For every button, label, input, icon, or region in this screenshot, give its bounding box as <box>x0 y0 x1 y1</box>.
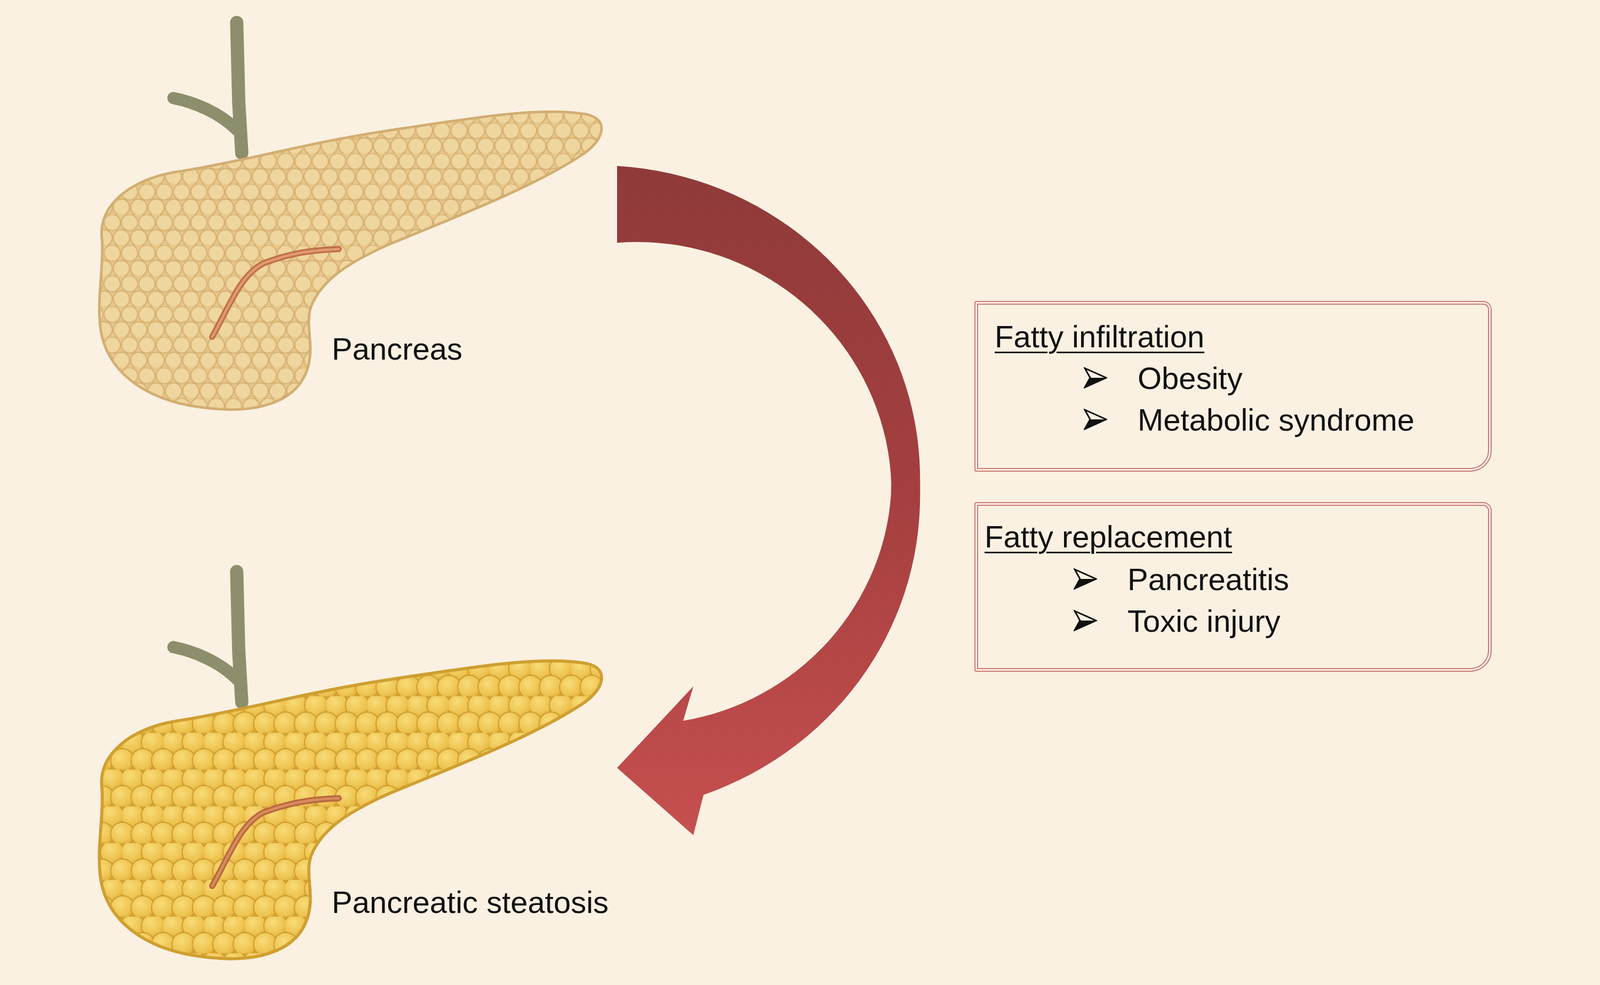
organ-node: Pancreatic steatosis <box>97 649 608 970</box>
organ-node: Pancreas <box>97 101 608 422</box>
pancreatic-duct-core <box>212 249 339 338</box>
bullet-arrow-outline <box>1074 610 1096 630</box>
duct-branch <box>173 98 238 131</box>
bullet-text: Toxic injury <box>1127 602 1281 639</box>
pancreas-body <box>99 111 602 410</box>
bullet-arrow-outline <box>1074 569 1096 589</box>
bullet-item: Toxic injury <box>1073 599 1488 642</box>
bullet-text: Metabolic syndrome <box>1137 401 1415 438</box>
bullet-item: Obesity <box>1083 356 1488 399</box>
pancreas-illustration <box>99 22 602 410</box>
bullet-arrow <box>1073 568 1098 590</box>
pancreatic-duct <box>212 797 339 886</box>
duct-branch <box>173 646 238 680</box>
bullet-item: Metabolic syndrome <box>1083 398 1488 440</box>
bullet-arrow-outline <box>1084 368 1107 388</box>
list-box: Fatty infiltrationObesityMetabolic syndr… <box>974 300 1492 472</box>
bullet-arrow-outline <box>1084 409 1107 429</box>
bullet-arrow <box>1073 609 1098 631</box>
bullet-arrow <box>1083 366 1108 389</box>
curved-arrow <box>617 165 920 835</box>
box-heading: Fatty infiltration <box>994 317 1488 356</box>
organ-label: Pancreatic steatosis <box>331 883 609 921</box>
bullet-item: Pancreatitis <box>1073 557 1488 600</box>
box-heading: Fatty replacement <box>984 517 1488 556</box>
bullet-text: Pancreatitis <box>1127 561 1290 597</box>
list-box: Fatty replacementPancreatitisToxic injur… <box>974 501 1492 672</box>
organ-label: Pancreas <box>331 330 463 368</box>
bullet-text: Obesity <box>1137 360 1243 396</box>
pancreatic-duct-core <box>212 797 339 886</box>
bullet-arrow <box>1083 408 1108 430</box>
pancreatic-duct <box>212 249 339 338</box>
